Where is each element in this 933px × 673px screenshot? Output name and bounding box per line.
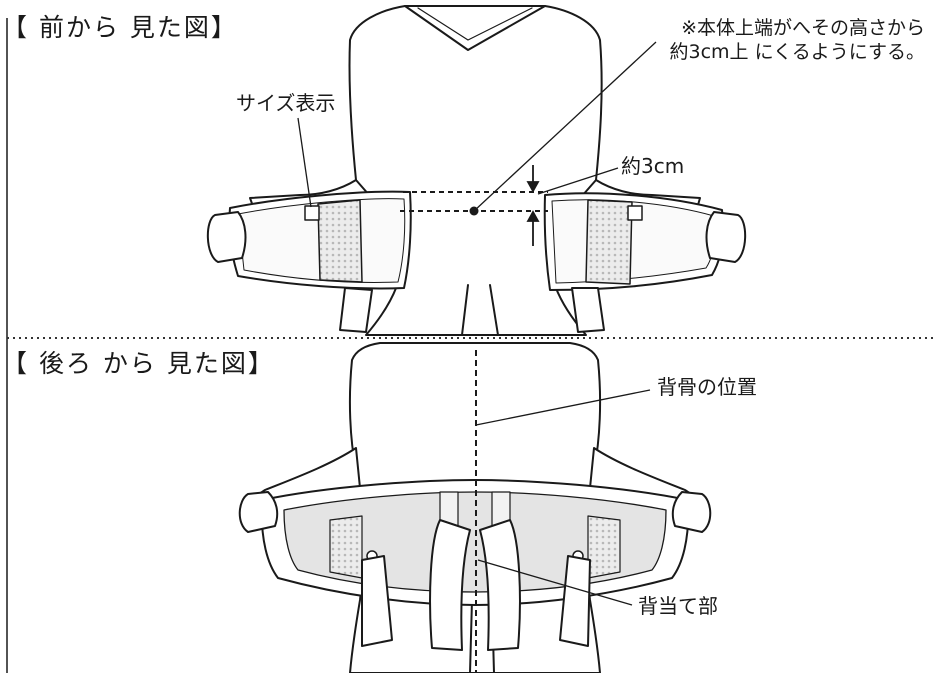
front-belt-left: [206, 190, 412, 333]
approx-3cm-label: 約3cm: [621, 154, 685, 178]
front-leader-lines: [297, 41, 657, 212]
back-hands: [238, 491, 712, 533]
back-straps: [361, 519, 591, 651]
measurement-arrows: [526, 165, 540, 246]
back-view-title: 【 後ろ から 見た図】: [2, 349, 275, 378]
height-note-line1: ※本体上端がへその高さから: [681, 17, 925, 39]
front-view-title: 【 前から 見た図】: [2, 13, 238, 42]
size-display-label: サイズ表示: [236, 91, 336, 115]
back-leader-lines: [475, 389, 651, 606]
height-note-line2: 約3cm上 にくるようにする。: [669, 41, 925, 63]
back-pad-label: 背当て部: [638, 594, 718, 618]
front-belt-right: [543, 192, 747, 333]
spine-position-label: 背骨の位置: [657, 375, 757, 399]
